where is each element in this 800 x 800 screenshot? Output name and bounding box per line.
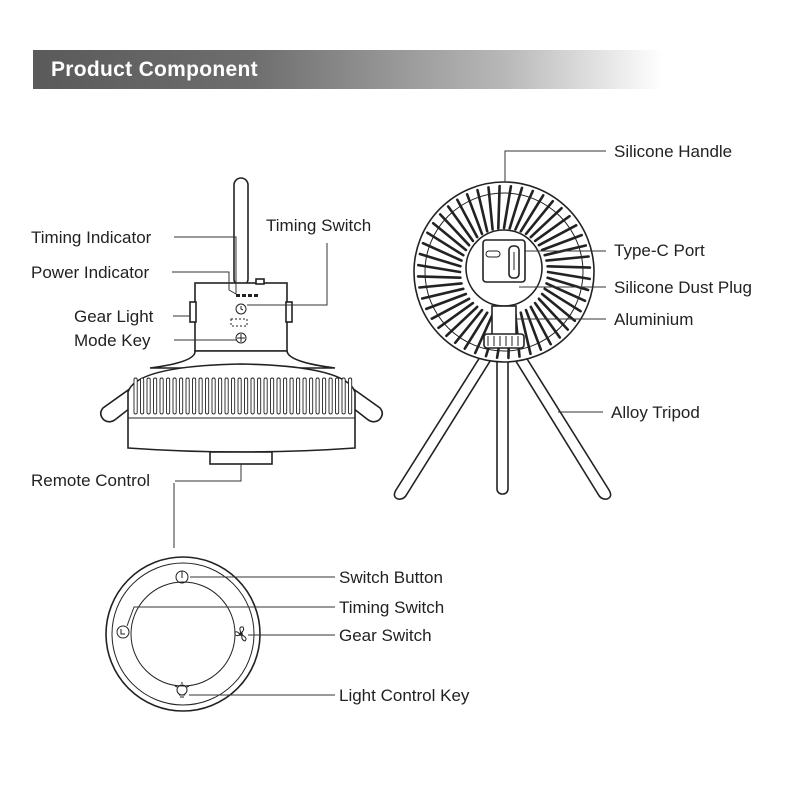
label-timing-switch-remote: Timing Switch bbox=[339, 598, 444, 617]
top-knob bbox=[255, 278, 265, 285]
tripod-leg-right bbox=[507, 345, 612, 500]
label-timing-indicator: Timing Indicator bbox=[31, 228, 152, 247]
bulb-icon bbox=[174, 682, 190, 698]
label-silicone-dust-plug: Silicone Dust Plug bbox=[614, 278, 752, 297]
label-gear-switch: Gear Switch bbox=[339, 626, 432, 645]
label-alloy-tripod: Alloy Tripod bbox=[611, 403, 700, 422]
left-arm bbox=[99, 386, 135, 423]
fan-side-labels: Timing Indicator Timing Switch Power Ind… bbox=[31, 216, 371, 548]
fan-neck bbox=[149, 350, 336, 369]
timing-switch-button-top bbox=[235, 303, 247, 315]
tripod-leg-center bbox=[496, 347, 509, 495]
label-power-indicator: Power Indicator bbox=[31, 263, 149, 282]
remote-dock bbox=[209, 451, 273, 465]
label-gear-light: Gear Light bbox=[74, 307, 154, 326]
gear-light-leds bbox=[230, 318, 248, 327]
remote-labels: Switch Button Timing Switch Gear Switch … bbox=[126, 568, 470, 705]
section-banner: Product Component bbox=[33, 50, 663, 89]
label-timing-switch-top: Timing Switch bbox=[266, 216, 371, 235]
label-aluminium: Aluminium bbox=[614, 310, 693, 329]
section-title: Product Component bbox=[51, 58, 258, 81]
remote-control-view bbox=[105, 556, 261, 712]
power-icon bbox=[175, 570, 189, 584]
remote-outer-ring bbox=[105, 556, 261, 712]
fan-front-labels: Silicone Handle Type-C Port Silicone Dus… bbox=[504, 142, 752, 422]
tripod-leg-left bbox=[393, 345, 499, 500]
right-clip bbox=[285, 301, 293, 323]
fan-icon bbox=[234, 626, 247, 642]
right-arm bbox=[348, 386, 384, 423]
label-mode-key: Mode Key bbox=[74, 331, 151, 350]
type-c-port-graphic bbox=[485, 250, 501, 258]
label-light-control-key: Light Control Key bbox=[339, 686, 470, 705]
left-clip bbox=[189, 301, 197, 323]
mode-key-button bbox=[235, 332, 247, 344]
fan-side-view bbox=[99, 177, 384, 465]
fan-front-view bbox=[393, 181, 612, 500]
fan-ribs bbox=[133, 377, 353, 415]
timer-icon bbox=[116, 625, 130, 639]
label-remote-control: Remote Control bbox=[31, 471, 150, 490]
aluminium-stem bbox=[491, 305, 517, 337]
label-type-c-port: Type-C Port bbox=[614, 241, 705, 260]
timing-indicator-leds bbox=[236, 294, 258, 297]
label-switch-button: Switch Button bbox=[339, 568, 443, 587]
label-silicone-handle: Silicone Handle bbox=[614, 142, 732, 161]
